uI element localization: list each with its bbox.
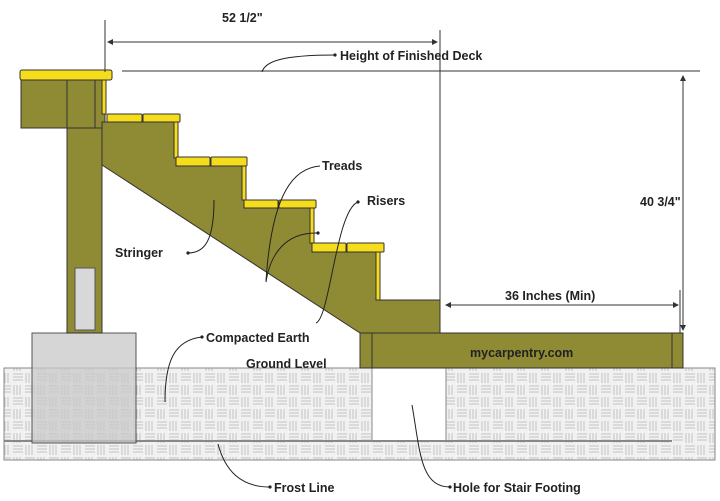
rise-dimension: 40 3/4" <box>640 195 681 209</box>
footing-hole <box>371 367 447 442</box>
treads-label: Treads <box>322 159 362 173</box>
treads <box>106 113 385 253</box>
stringer <box>101 121 441 334</box>
concrete-pier <box>31 332 137 444</box>
frost-line-label: Frost Line <box>274 481 334 495</box>
risers-label: Risers <box>367 194 405 208</box>
watermark: mycarpentry.com <box>470 346 573 360</box>
ground-level-label: Ground Level <box>246 357 327 371</box>
run-dimension: 52 1/2" <box>222 11 263 25</box>
deck-rim-joist <box>20 79 106 129</box>
landing-dimension: 36 Inches (Min) <box>505 289 595 303</box>
deck-board <box>19 69 113 81</box>
stringer-label: Stringer <box>115 246 163 260</box>
landing-pad <box>359 332 684 369</box>
compacted-earth-label: Compacted Earth <box>206 331 310 345</box>
hole-label: Hole for Stair Footing <box>453 481 581 495</box>
deck-height-label: Height of Finished Deck <box>340 49 482 63</box>
post-bracket <box>74 267 96 331</box>
